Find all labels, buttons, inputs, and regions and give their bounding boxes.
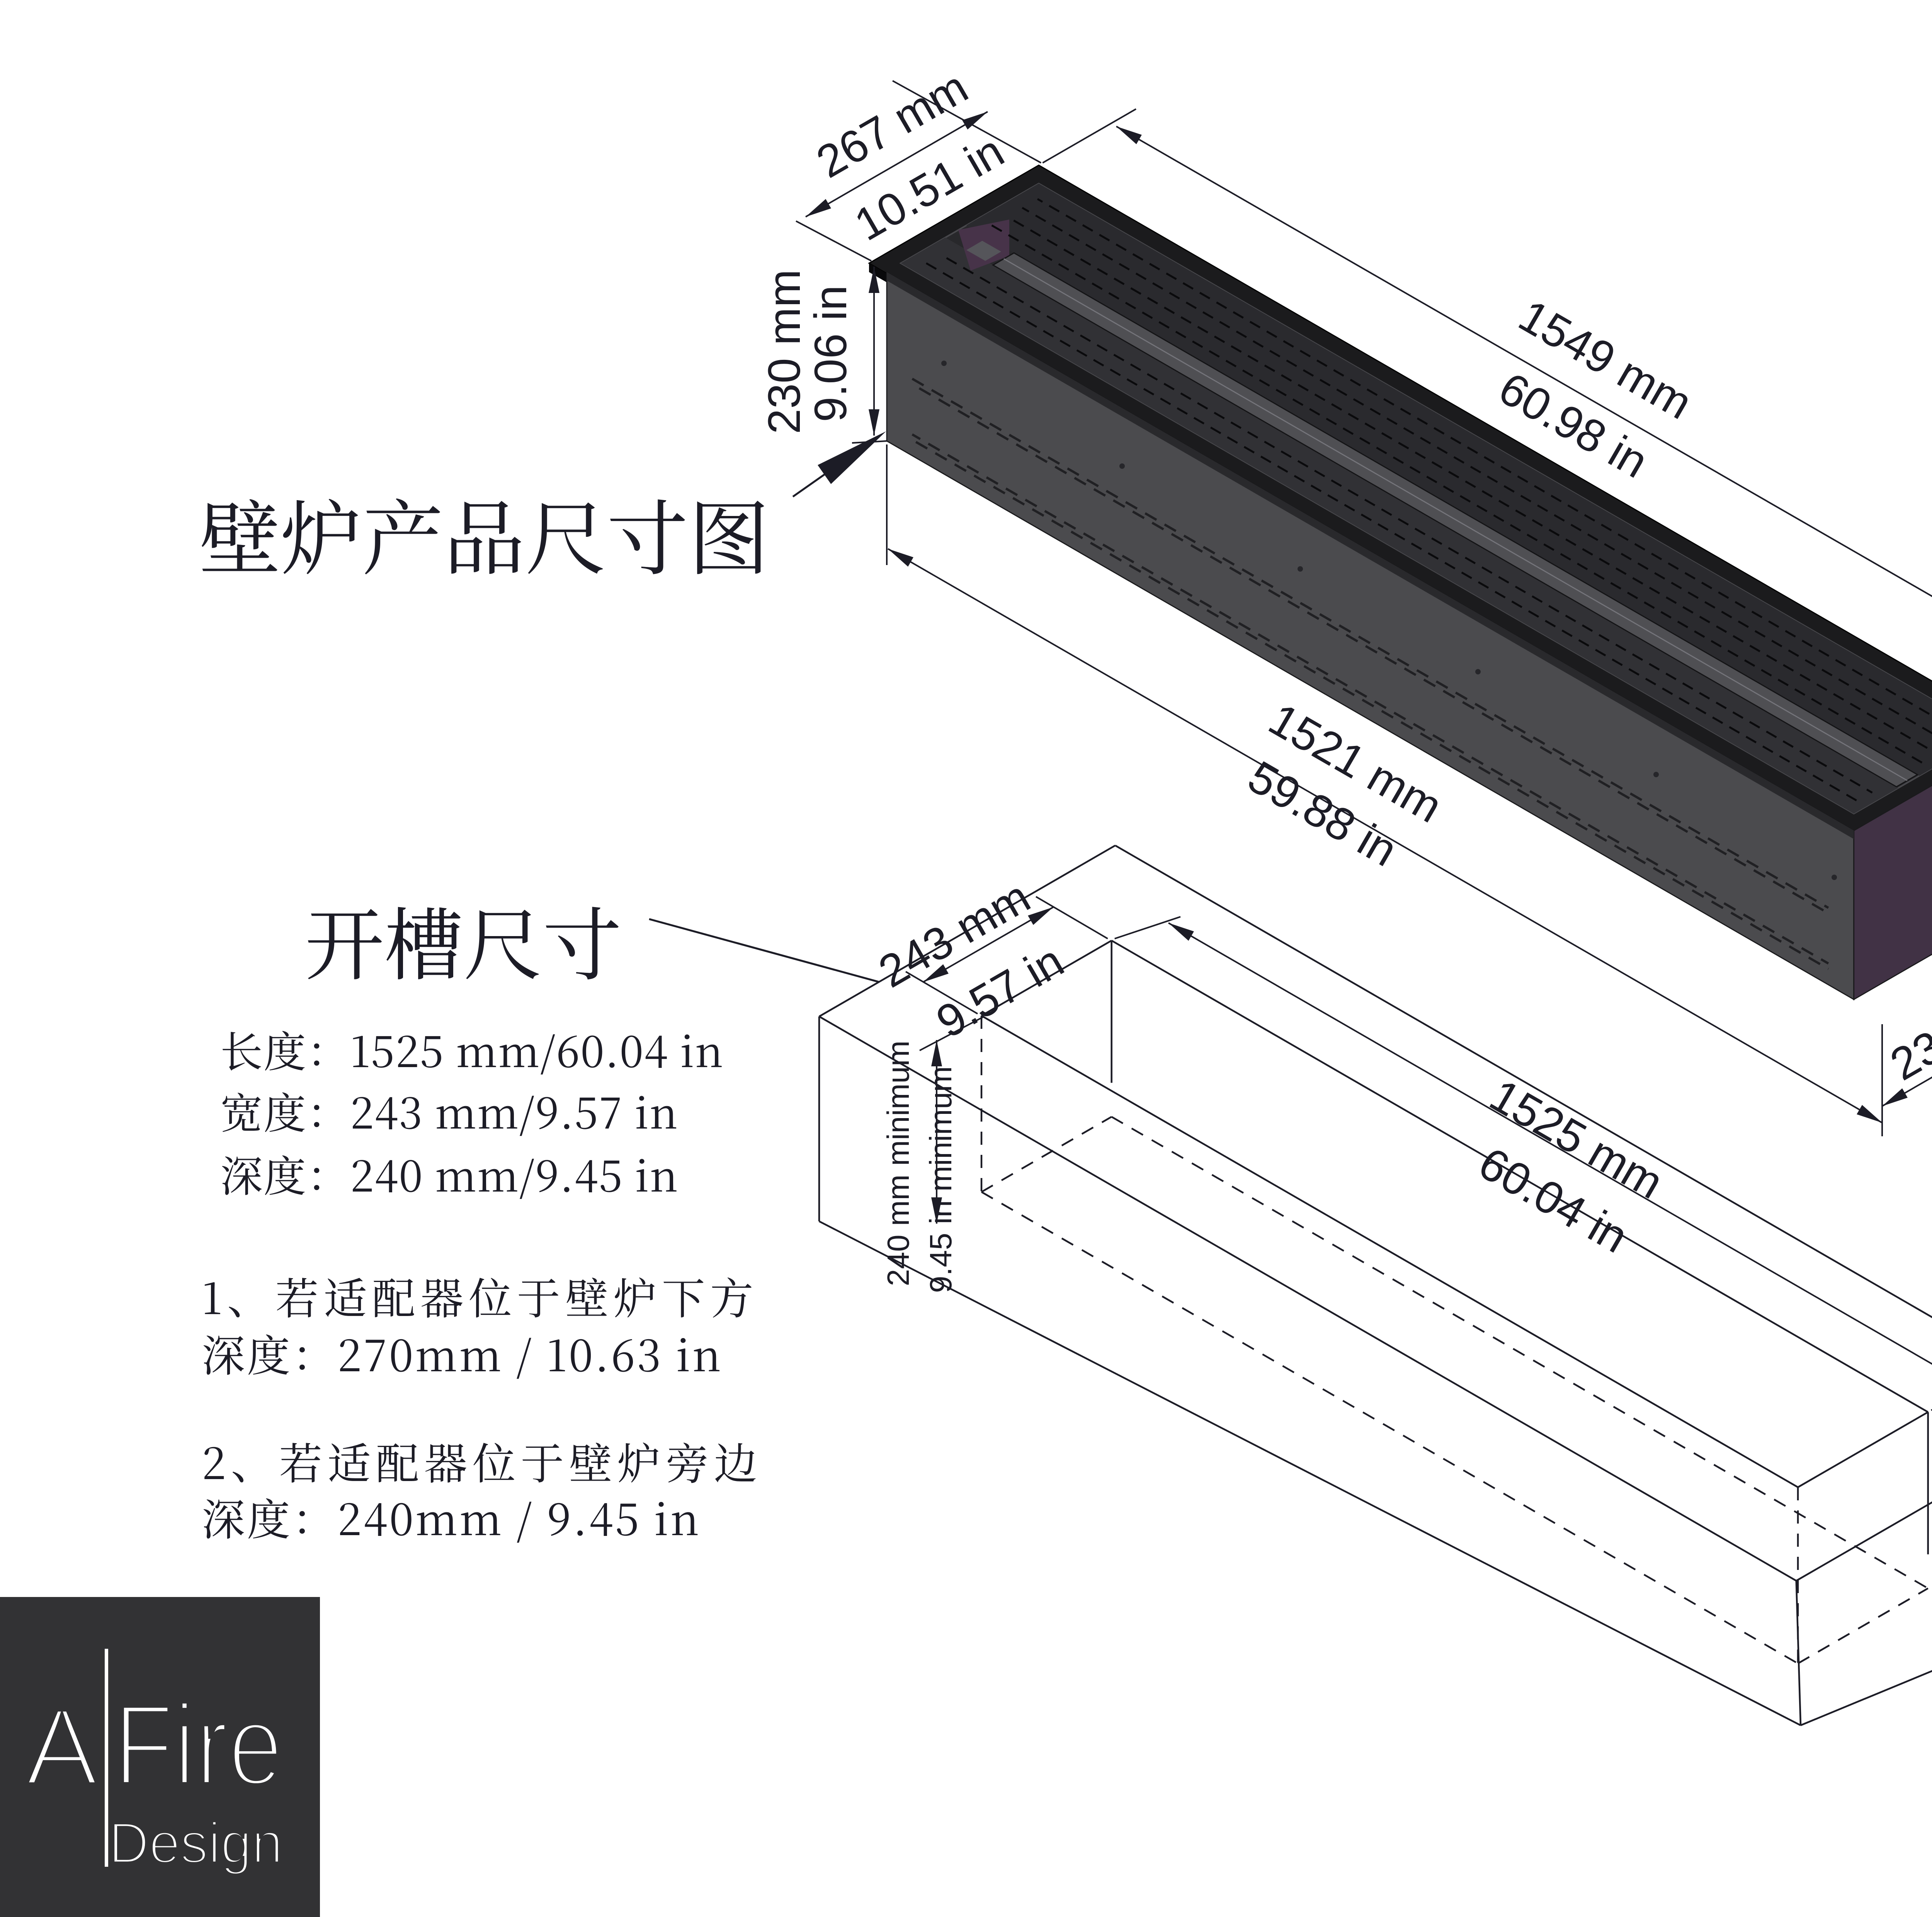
svg-text:A: A bbox=[25, 1685, 99, 1808]
svg-text:9.45 in minimum: 9.45 in minimum bbox=[923, 1066, 958, 1293]
svg-text:Fire: Fire bbox=[114, 1680, 283, 1810]
svg-text:230 mm: 230 mm bbox=[759, 269, 810, 434]
svg-text:240 mm minimum: 240 mm minimum bbox=[881, 1040, 915, 1286]
svg-text:Design: Design bbox=[109, 1810, 283, 1875]
svg-text:9.06 in: 9.06 in bbox=[805, 285, 856, 422]
